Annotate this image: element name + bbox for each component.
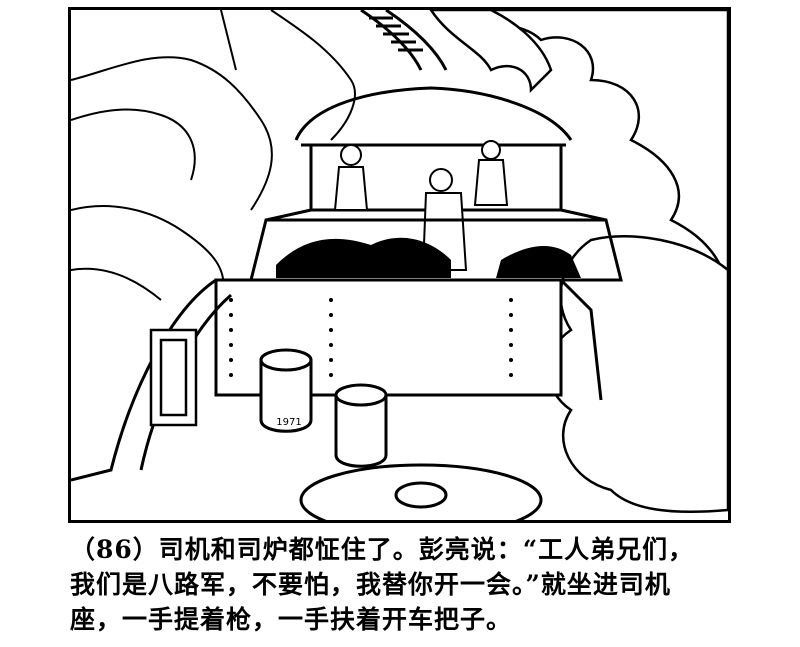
- caption-number: （86）: [70, 535, 159, 564]
- coal-pile: [276, 237, 581, 278]
- caption-line-2: 我们是八路军，不要怕，我替你开一会。”就坐进司机: [70, 570, 671, 599]
- can-label: 1971: [276, 417, 301, 428]
- locomotive-illustration: 1971: [71, 10, 728, 520]
- caption-line-1: （86）司机和司炉都怔住了。彭亮说：“工人弟兄们，: [70, 532, 750, 567]
- caption-text-1: 司机和司炉都怔住了。彭亮说：“工人弟兄们，: [158, 535, 695, 564]
- caption-line-3: 座，一手提着枪，一手扶着开车把子。: [70, 605, 513, 634]
- rivets: [229, 298, 513, 377]
- hatch-cover: [299, 463, 543, 520]
- builder-plate: [149, 328, 198, 427]
- railway-track: [360, 10, 448, 71]
- milk-cans: [259, 348, 388, 468]
- landscape: [71, 10, 356, 301]
- caption: （86）司机和司炉都怔住了。彭亮说：“工人弟兄们， 我们是八路军，不要怕，我替你…: [70, 532, 750, 637]
- smoke-clouds: [429, 10, 728, 514]
- comic-panel: 1971: [68, 7, 731, 523]
